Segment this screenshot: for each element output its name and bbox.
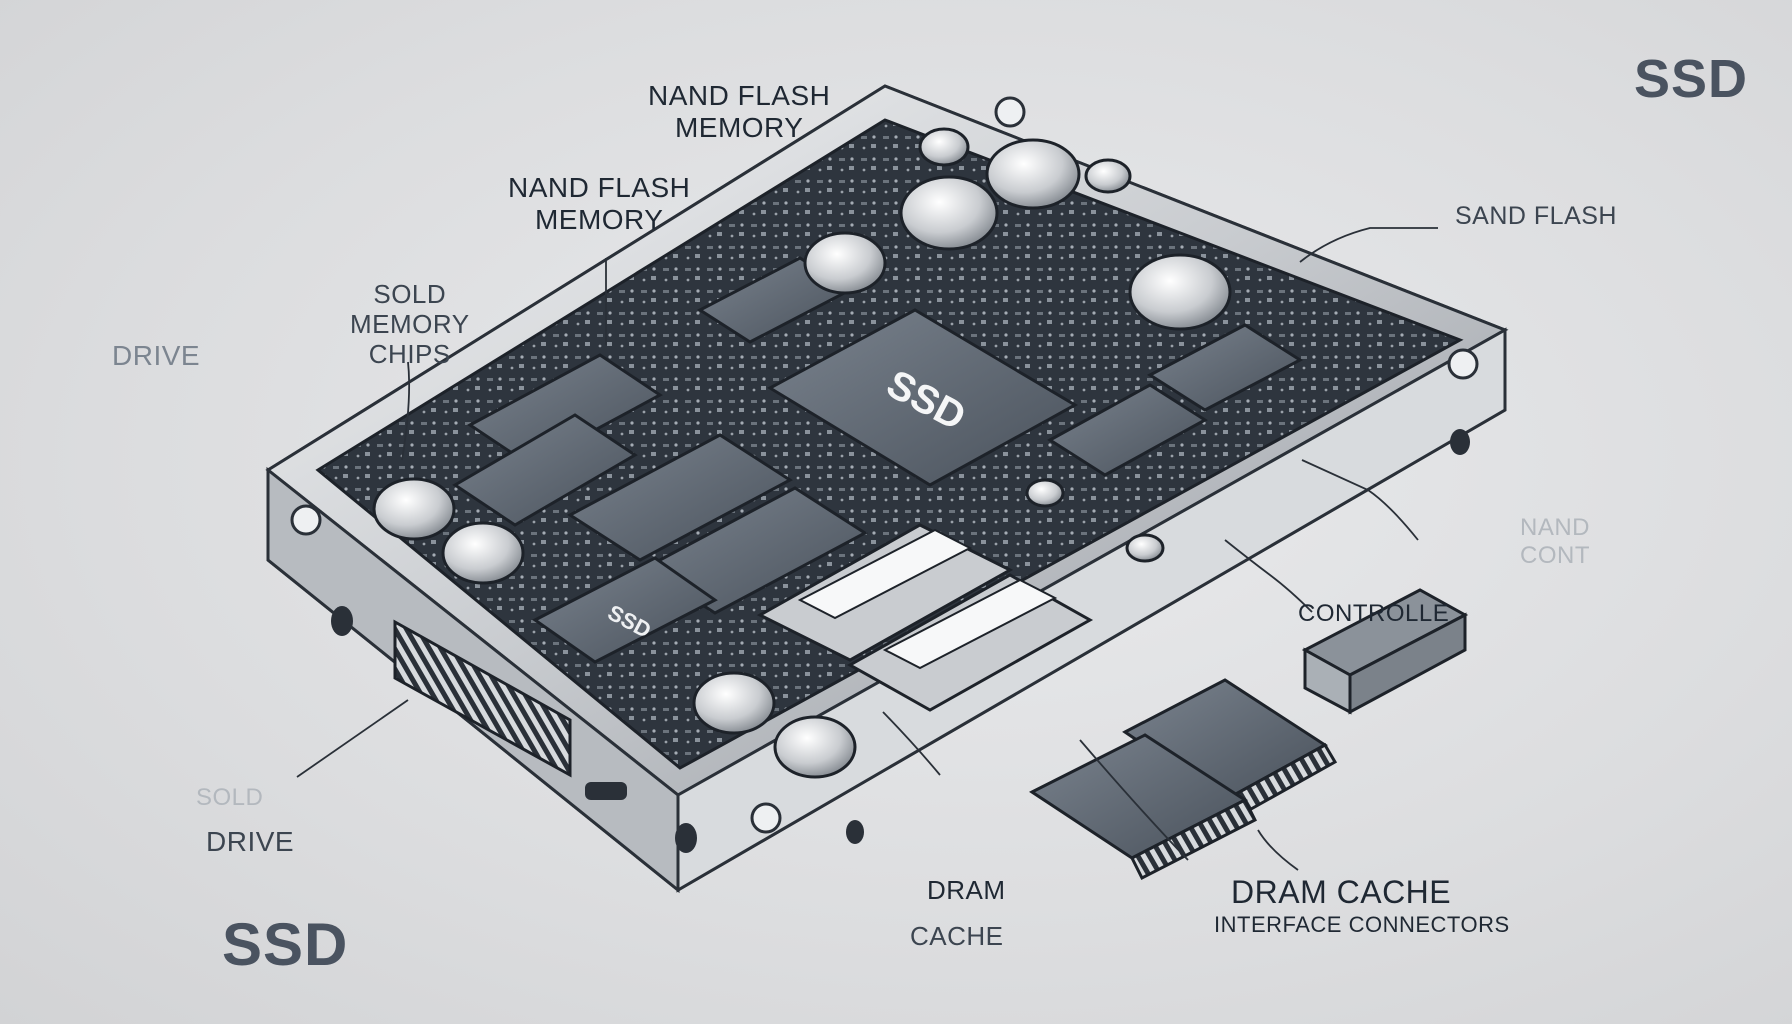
label-sold-memory-chips: SOLD MEMORY CHIPS	[350, 279, 470, 369]
label-sand-flash: SAND FLASH	[1455, 202, 1617, 230]
label-ssd-top-right: SSD	[1634, 49, 1749, 109]
separate-interface-connector	[1029, 733, 1258, 881]
screw-bottom	[750, 802, 782, 834]
label-interface-connectors: INTERFACE CONNECTORS	[1214, 912, 1510, 937]
screw-top	[994, 96, 1026, 128]
label-dram: DRAM	[927, 875, 1006, 905]
dram-modules	[756, 523, 1094, 712]
corner-screws	[290, 96, 1479, 834]
nand-chips	[452, 256, 1303, 664]
side-ports	[331, 429, 1470, 853]
label-dram-cache: DRAM CACHE	[1231, 874, 1452, 910]
capacitors	[372, 127, 1232, 779]
label-nand-flash-mid: NAND FLASH MEMORY	[508, 172, 691, 236]
sata-connector	[393, 619, 572, 778]
label-nand-cont: NAND CONT	[1520, 514, 1591, 569]
separate-controller-chip	[1301, 588, 1469, 715]
leader-lines	[296, 227, 1438, 871]
label-ssd-bottom: SSD	[222, 911, 349, 978]
controller-chip	[766, 308, 1079, 487]
label-cache: CACHE	[910, 921, 1004, 951]
screw-right	[1447, 348, 1479, 380]
label-controller: CONTROLLE	[1298, 600, 1450, 627]
label-drive-bottom: DRIVE	[206, 826, 295, 857]
label-drive-bottom-faint: SOLD	[196, 784, 264, 811]
label-drive-left: DRIVE	[112, 340, 201, 371]
label-nand-flash-top: NAND FLASH MEMORY	[648, 80, 831, 144]
screw-left	[290, 504, 322, 536]
